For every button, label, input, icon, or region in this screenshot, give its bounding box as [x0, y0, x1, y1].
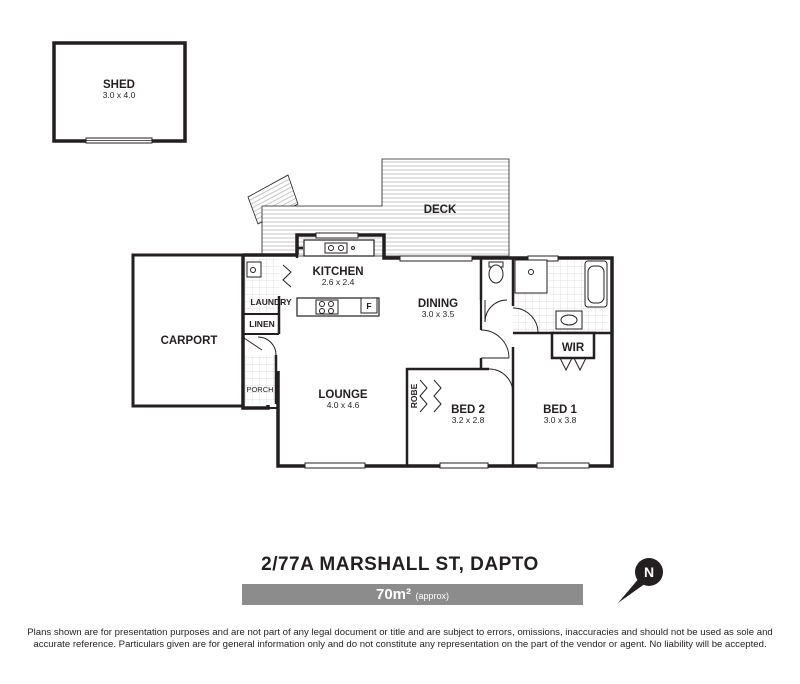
- disclaimer-text: Plans shown are for presentation purpose…: [27, 627, 773, 650]
- deck: DECK: [247, 158, 510, 257]
- lounge-label: LOUNGE: [318, 389, 368, 401]
- bed2-label: BED 2: [451, 404, 485, 416]
- lounge-dim: 4.0 x 4.6: [327, 400, 360, 410]
- north-compass-icon: N: [618, 558, 663, 603]
- property-address: 2/77A MARSHALL ST, DAPTO: [261, 554, 539, 575]
- wir-label: WIR: [562, 342, 585, 354]
- deck-label: DECK: [424, 204, 457, 216]
- kitchen-label: KITCHEN: [312, 266, 363, 278]
- area-bar: 70m² (approx): [242, 584, 583, 605]
- doors: [243, 264, 587, 413]
- floor-plan: SHED 3.0 x 4.0 DECK CARPORT: [52, 41, 614, 469]
- shed-dim: 3.0 x 4.0: [103, 90, 136, 100]
- room-labels: KITCHEN 2.6 x 2.4 F DINING 3.0 x 3.5 LAU…: [246, 266, 584, 425]
- windows: [304, 232, 590, 469]
- area-value: 70m²: [376, 586, 412, 603]
- porch-label: PORCH: [246, 385, 273, 394]
- bed2-dim: 3.2 x 2.8: [452, 415, 485, 425]
- laundry-label: LAUNDRY: [250, 297, 292, 307]
- dining-label: DINING: [418, 298, 458, 310]
- kitchen-dim: 2.6 x 2.4: [322, 277, 355, 287]
- carport-label: CARPORT: [161, 335, 218, 347]
- dining-dim: 3.0 x 3.5: [422, 309, 455, 319]
- porch-floor: [245, 355, 276, 403]
- robe-label: ROBE: [409, 383, 419, 408]
- area-note: (approx): [415, 591, 449, 601]
- fixtures: [246, 242, 608, 330]
- bed1-dim: 3.0 x 3.8: [544, 415, 577, 425]
- shed: SHED 3.0 x 4.0: [52, 41, 187, 144]
- compass-label: N: [644, 564, 654, 580]
- linen-label: LINEN: [249, 319, 275, 329]
- shed-label: SHED: [103, 79, 135, 91]
- carport: CARPORT: [131, 253, 243, 408]
- bed1-label: BED 1: [543, 404, 577, 416]
- fridge-label: F: [366, 301, 371, 311]
